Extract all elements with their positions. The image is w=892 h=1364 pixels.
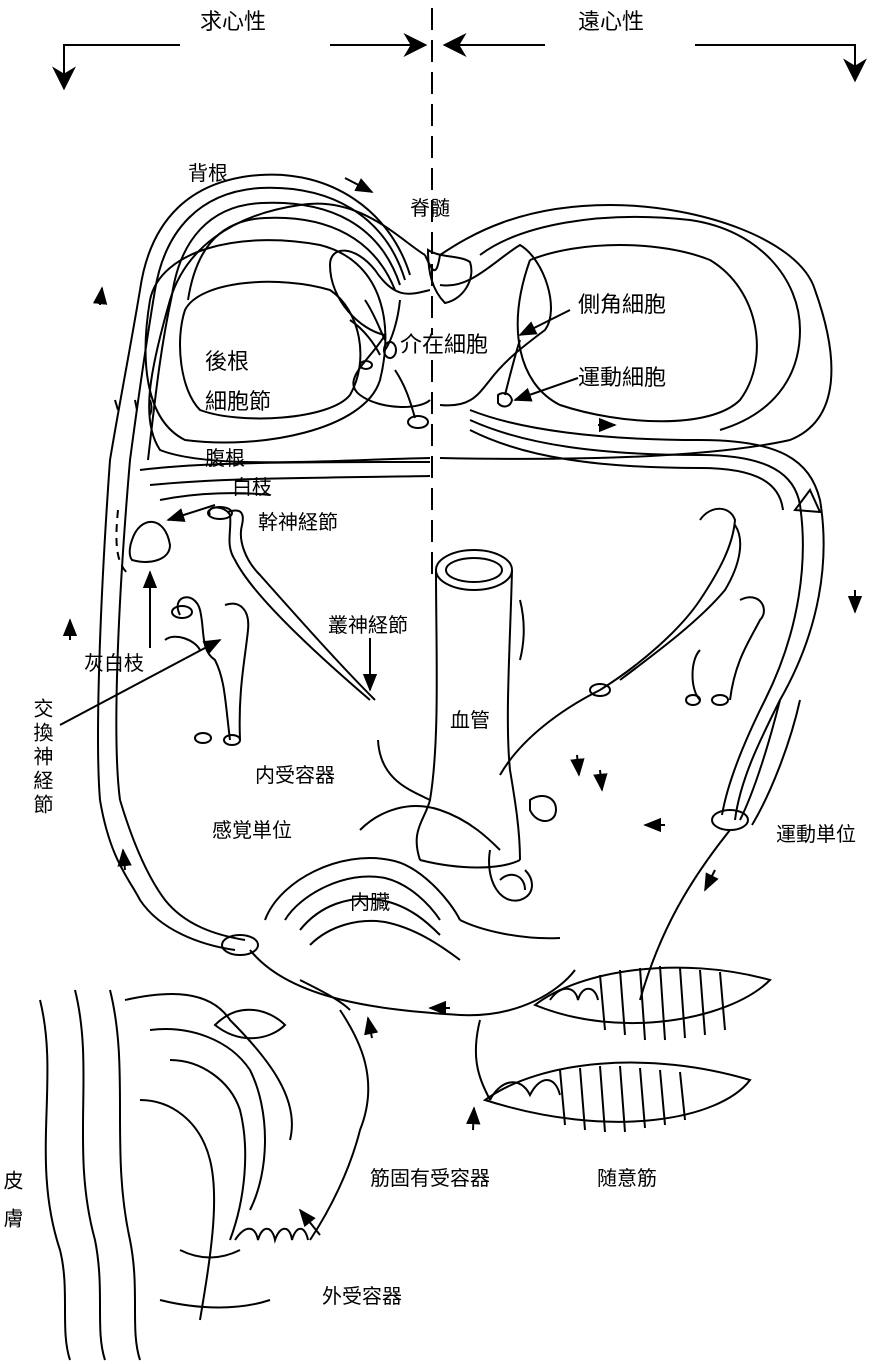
spinal-cord-label: 脊髄 <box>410 198 450 218</box>
motor-cell-label: 運動細胞 <box>578 368 666 390</box>
white-ramus-label: 白枝 <box>232 477 272 497</box>
interoceptor-label: 内受容器 <box>255 765 335 785</box>
sympathetic-trunk-right <box>590 490 820 705</box>
afferent-header-arrows <box>64 45 425 88</box>
sympathetic-trunk-left <box>116 507 375 700</box>
viscera-label: 内臓 <box>350 892 390 912</box>
voluntary-muscle-label: 随意筋 <box>597 1168 657 1188</box>
motor-nerve-tube <box>640 700 800 1000</box>
blood-vessel-label: 血管 <box>450 710 490 730</box>
sensory-unit-label: 感覚単位 <box>212 820 292 840</box>
afferent-label: 求心性 <box>200 12 266 34</box>
ventral-root-label: 腹根 <box>205 448 245 468</box>
spinal-cord-outline <box>149 204 831 463</box>
motor-unit-label: 運動単位 <box>776 824 856 844</box>
dorsal-root-label: 背根 <box>188 163 228 183</box>
plexus-left <box>165 597 248 745</box>
proprioceptor-label: 筋固有受容器 <box>370 1168 490 1188</box>
lateral-horn-label: 側角細胞 <box>578 295 666 317</box>
trunk-ganglion-label: 幹神経節 <box>258 512 338 532</box>
flow-arrows <box>70 178 855 1130</box>
interneuron-label: 介在細胞 <box>400 335 488 357</box>
ventral-root-left <box>140 462 430 500</box>
skin-drawing <box>40 980 368 1360</box>
sensory-nerve-tube <box>100 800 575 1015</box>
muscle-bottom <box>476 1020 750 1132</box>
efferent-header-arrows <box>445 45 855 80</box>
plexus-ganglion-label: 叢神経節 <box>328 615 408 635</box>
exteroceptor-label: 外受容器 <box>322 1286 402 1306</box>
gray-white-ramus-label: 灰白枝 <box>84 653 144 673</box>
ganglion-label-line2: 細胞節 <box>205 392 271 414</box>
skin-label: 皮膚 <box>2 1170 22 1246</box>
spinal-neurons <box>115 300 520 428</box>
efferent-label: 遠心性 <box>578 12 644 34</box>
ganglion-label-line1: 後根 <box>205 352 249 374</box>
sympathetic-ganglion-label: 交換神経節 <box>32 698 52 818</box>
